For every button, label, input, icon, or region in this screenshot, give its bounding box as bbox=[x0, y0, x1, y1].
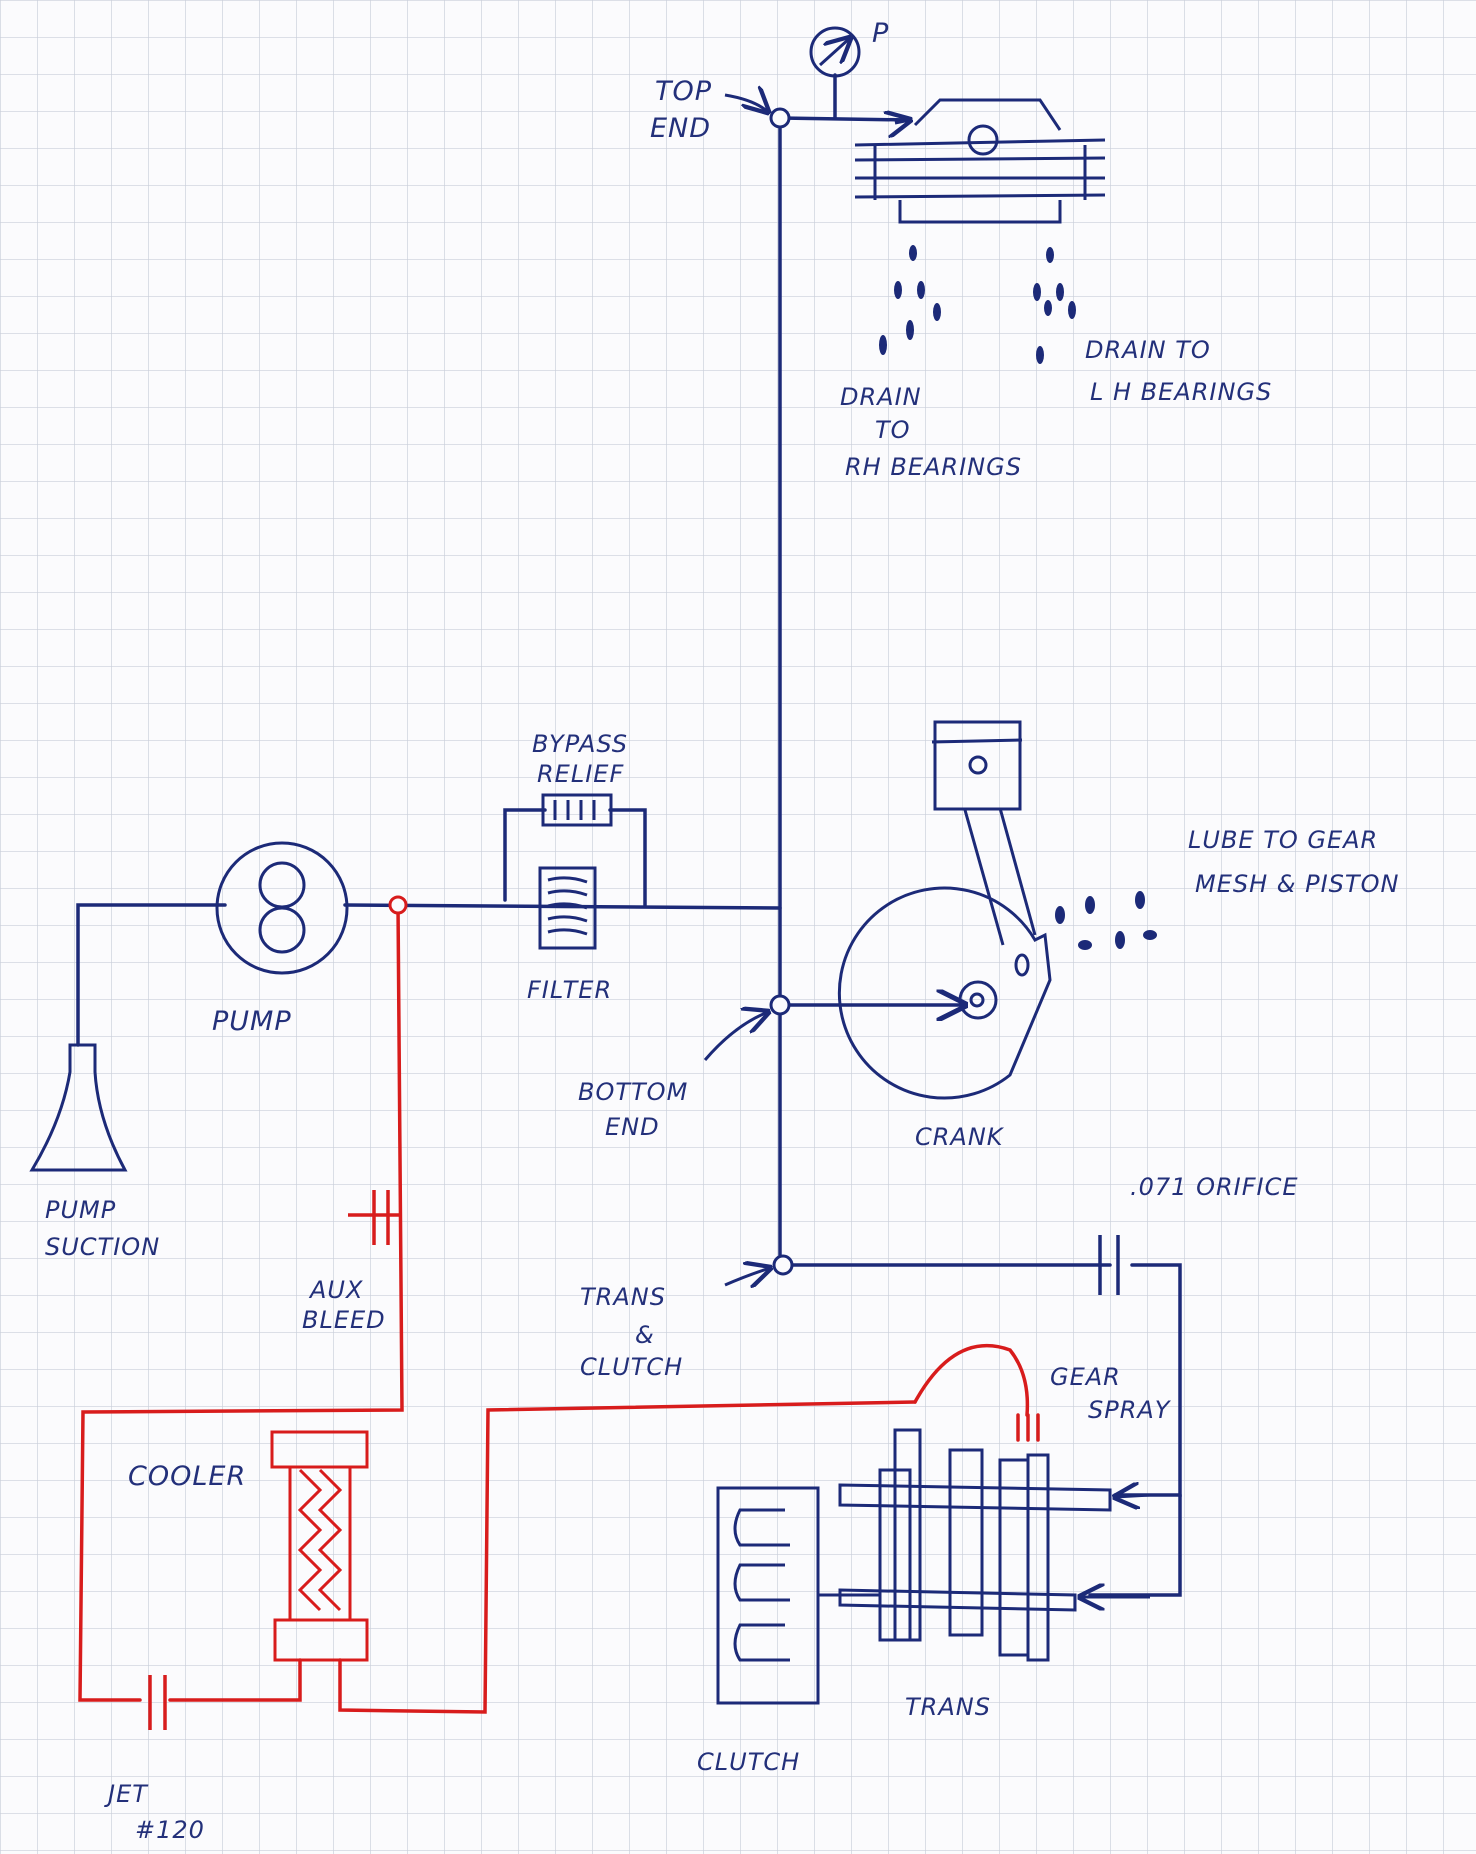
drain-rh-label: RH BEARINGS bbox=[845, 453, 1022, 481]
clutch-label: CLUTCH bbox=[697, 1748, 800, 1776]
jet-orifice-icon bbox=[148, 1675, 167, 1730]
clutch-icon bbox=[716, 1486, 880, 1705]
pump-label: PUMP bbox=[212, 1006, 292, 1037]
cooler-label: COOLER bbox=[128, 1461, 246, 1492]
gauge-label: P bbox=[872, 18, 889, 49]
trans-label: TRANS bbox=[905, 1693, 991, 1721]
oil-drip-drops bbox=[879, 245, 1076, 364]
bottom-end-label: BOTTOM bbox=[578, 1078, 688, 1106]
trans-clutch-label: TRANS bbox=[580, 1283, 666, 1311]
cooler-out-line bbox=[338, 1400, 917, 1714]
aux-bleed-line bbox=[78, 903, 404, 1702]
orifice-icon bbox=[1098, 1235, 1120, 1295]
trans-clutch-label: CLUTCH bbox=[580, 1353, 683, 1381]
cooler-return-lines bbox=[78, 903, 1040, 1714]
pump-suction-label: SUCTION bbox=[45, 1233, 160, 1261]
lube-label: MESH & PISTON bbox=[1195, 870, 1399, 898]
jet-label: #120 bbox=[135, 1816, 205, 1844]
top-end-port bbox=[769, 107, 791, 129]
gear-spray-label: GEAR bbox=[1050, 1363, 1121, 1391]
bottom-end-port bbox=[769, 994, 791, 1016]
filter-icon bbox=[538, 866, 597, 950]
crank-label: CRANK bbox=[915, 1123, 1005, 1151]
top-end-label: TOP bbox=[655, 76, 712, 107]
oil-feed-lines bbox=[76, 73, 1182, 1597]
top-end-arrow bbox=[724, 95, 768, 112]
gear-spray-label: SPRAY bbox=[1088, 1396, 1172, 1424]
lube-spray-drops bbox=[1055, 891, 1157, 950]
filter-label: FILTER bbox=[527, 976, 612, 1004]
bottom-end-label: END bbox=[605, 1113, 660, 1141]
gear-spray-line bbox=[913, 1344, 1030, 1417]
aux-bleed-port bbox=[388, 895, 408, 915]
aux-bleed-label: AUX bbox=[308, 1276, 363, 1304]
top-end-line bbox=[778, 116, 912, 122]
aux-bleed-label: BLEED bbox=[302, 1306, 386, 1334]
drain-lh-label: DRAIN TO bbox=[1085, 336, 1211, 364]
bypass-loop-line bbox=[503, 808, 647, 907]
jet-to-cooler-line bbox=[168, 1658, 302, 1702]
trans-port bbox=[772, 1254, 794, 1276]
pump-suction-line bbox=[76, 903, 227, 1047]
pump-icon bbox=[215, 841, 349, 975]
drain-rh-label: TO bbox=[875, 416, 911, 444]
trans-arrow bbox=[724, 1268, 770, 1285]
bypass-relief-label: RELIEF bbox=[537, 760, 624, 788]
drain-lh-label: L H BEARINGS bbox=[1090, 378, 1272, 406]
bottom-end-arrow bbox=[703, 1012, 768, 1061]
jet-label: JET bbox=[104, 1780, 149, 1808]
trans-clutch-label: & bbox=[635, 1321, 655, 1349]
pump-discharge-line bbox=[343, 903, 782, 910]
lube-label: LUBE TO GEAR bbox=[1188, 826, 1378, 854]
pump-suction-label: PUMP bbox=[45, 1196, 116, 1224]
orifice-label: .071 ORIFICE bbox=[1130, 1173, 1299, 1201]
cooler-icon bbox=[270, 1430, 369, 1662]
crank-icon bbox=[837, 720, 1052, 1100]
transmission-icon bbox=[838, 1428, 1151, 1662]
bypass-relief-valve-icon bbox=[541, 793, 613, 827]
aux-bleed-orifice-icon bbox=[348, 1190, 402, 1245]
trans-feed-lower-line bbox=[1088, 1493, 1182, 1597]
pump-suction-bell-icon bbox=[29, 1043, 128, 1172]
bypass-relief-label: BYPASS bbox=[532, 730, 628, 758]
drain-rh-label: DRAIN bbox=[840, 383, 922, 411]
top-end-head-icon bbox=[854, 98, 1106, 224]
pressure-gauge-icon bbox=[809, 26, 861, 78]
top-end-label: END bbox=[650, 113, 711, 144]
